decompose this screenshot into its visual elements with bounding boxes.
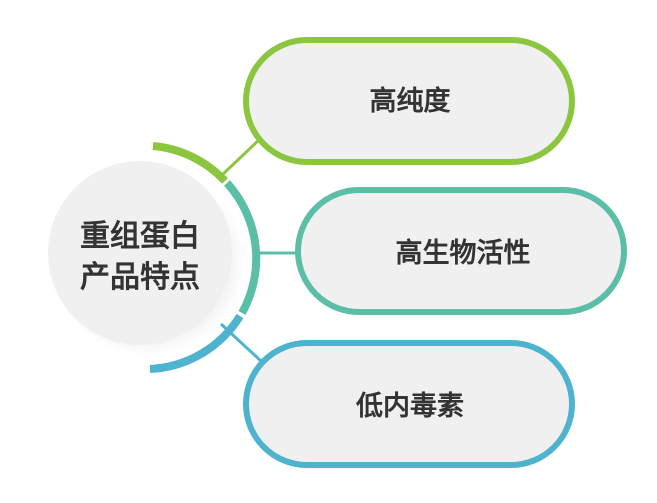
- feature-pill-purity: [243, 37, 575, 165]
- arc-middle: [224, 180, 261, 315]
- center-title-line2: 产品特点: [80, 260, 200, 295]
- feature-label-purity: 高纯度: [370, 85, 451, 117]
- feature-pill-bioactivity: [295, 187, 627, 315]
- connector-bottom: [219, 322, 264, 364]
- feature-label-bioactivity: 高生物活性: [396, 237, 531, 269]
- feature-label-endotoxin: 低内毒素: [355, 391, 464, 422]
- center-title-line1: 重组蛋白: [80, 219, 200, 254]
- feature-pill-endotoxin: [243, 340, 575, 468]
- center-circle: [48, 161, 232, 345]
- connector-top: [219, 135, 264, 178]
- arc-top: [152, 142, 228, 184]
- arc-bottom: [149, 313, 244, 373]
